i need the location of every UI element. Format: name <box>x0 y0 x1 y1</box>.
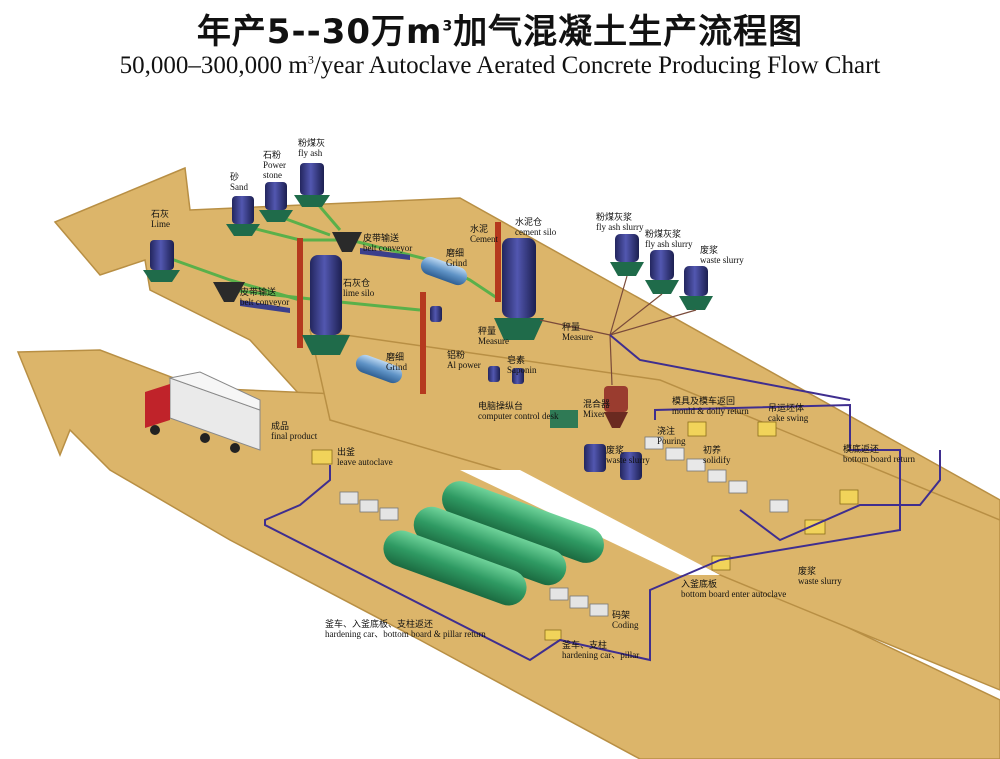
chinese-title: 年产5--30万m3加气混凝土生产流程图 <box>196 12 804 52</box>
autoclaves <box>383 481 604 606</box>
truck <box>145 371 261 453</box>
floor-middle <box>309 329 1000 691</box>
belt-conveyors <box>240 248 410 313</box>
dosing-units <box>430 306 524 384</box>
hoppers <box>213 232 362 302</box>
sand-silo <box>226 196 260 236</box>
pouring-tanks <box>584 444 642 480</box>
raw-material-silos <box>143 163 330 282</box>
slurry-tanks <box>610 234 713 310</box>
grinding-mills <box>355 256 468 384</box>
mould-row <box>644 436 789 513</box>
fly-ash-silo <box>294 163 330 207</box>
mixer <box>604 386 628 428</box>
bucket-elevators <box>297 222 501 394</box>
english-title: 50,000–300,000 m3/year Autoclave Aerated… <box>119 52 881 79</box>
control-desk <box>550 410 578 428</box>
return-lines <box>264 334 941 662</box>
lime-silo-big <box>302 255 350 355</box>
block-stacks <box>339 491 609 617</box>
slurry-pipes <box>539 275 697 386</box>
cement-silo <box>494 238 544 340</box>
power-stone-silo <box>259 182 293 222</box>
floor-gap <box>460 470 720 575</box>
lime-silo-small <box>143 240 180 282</box>
